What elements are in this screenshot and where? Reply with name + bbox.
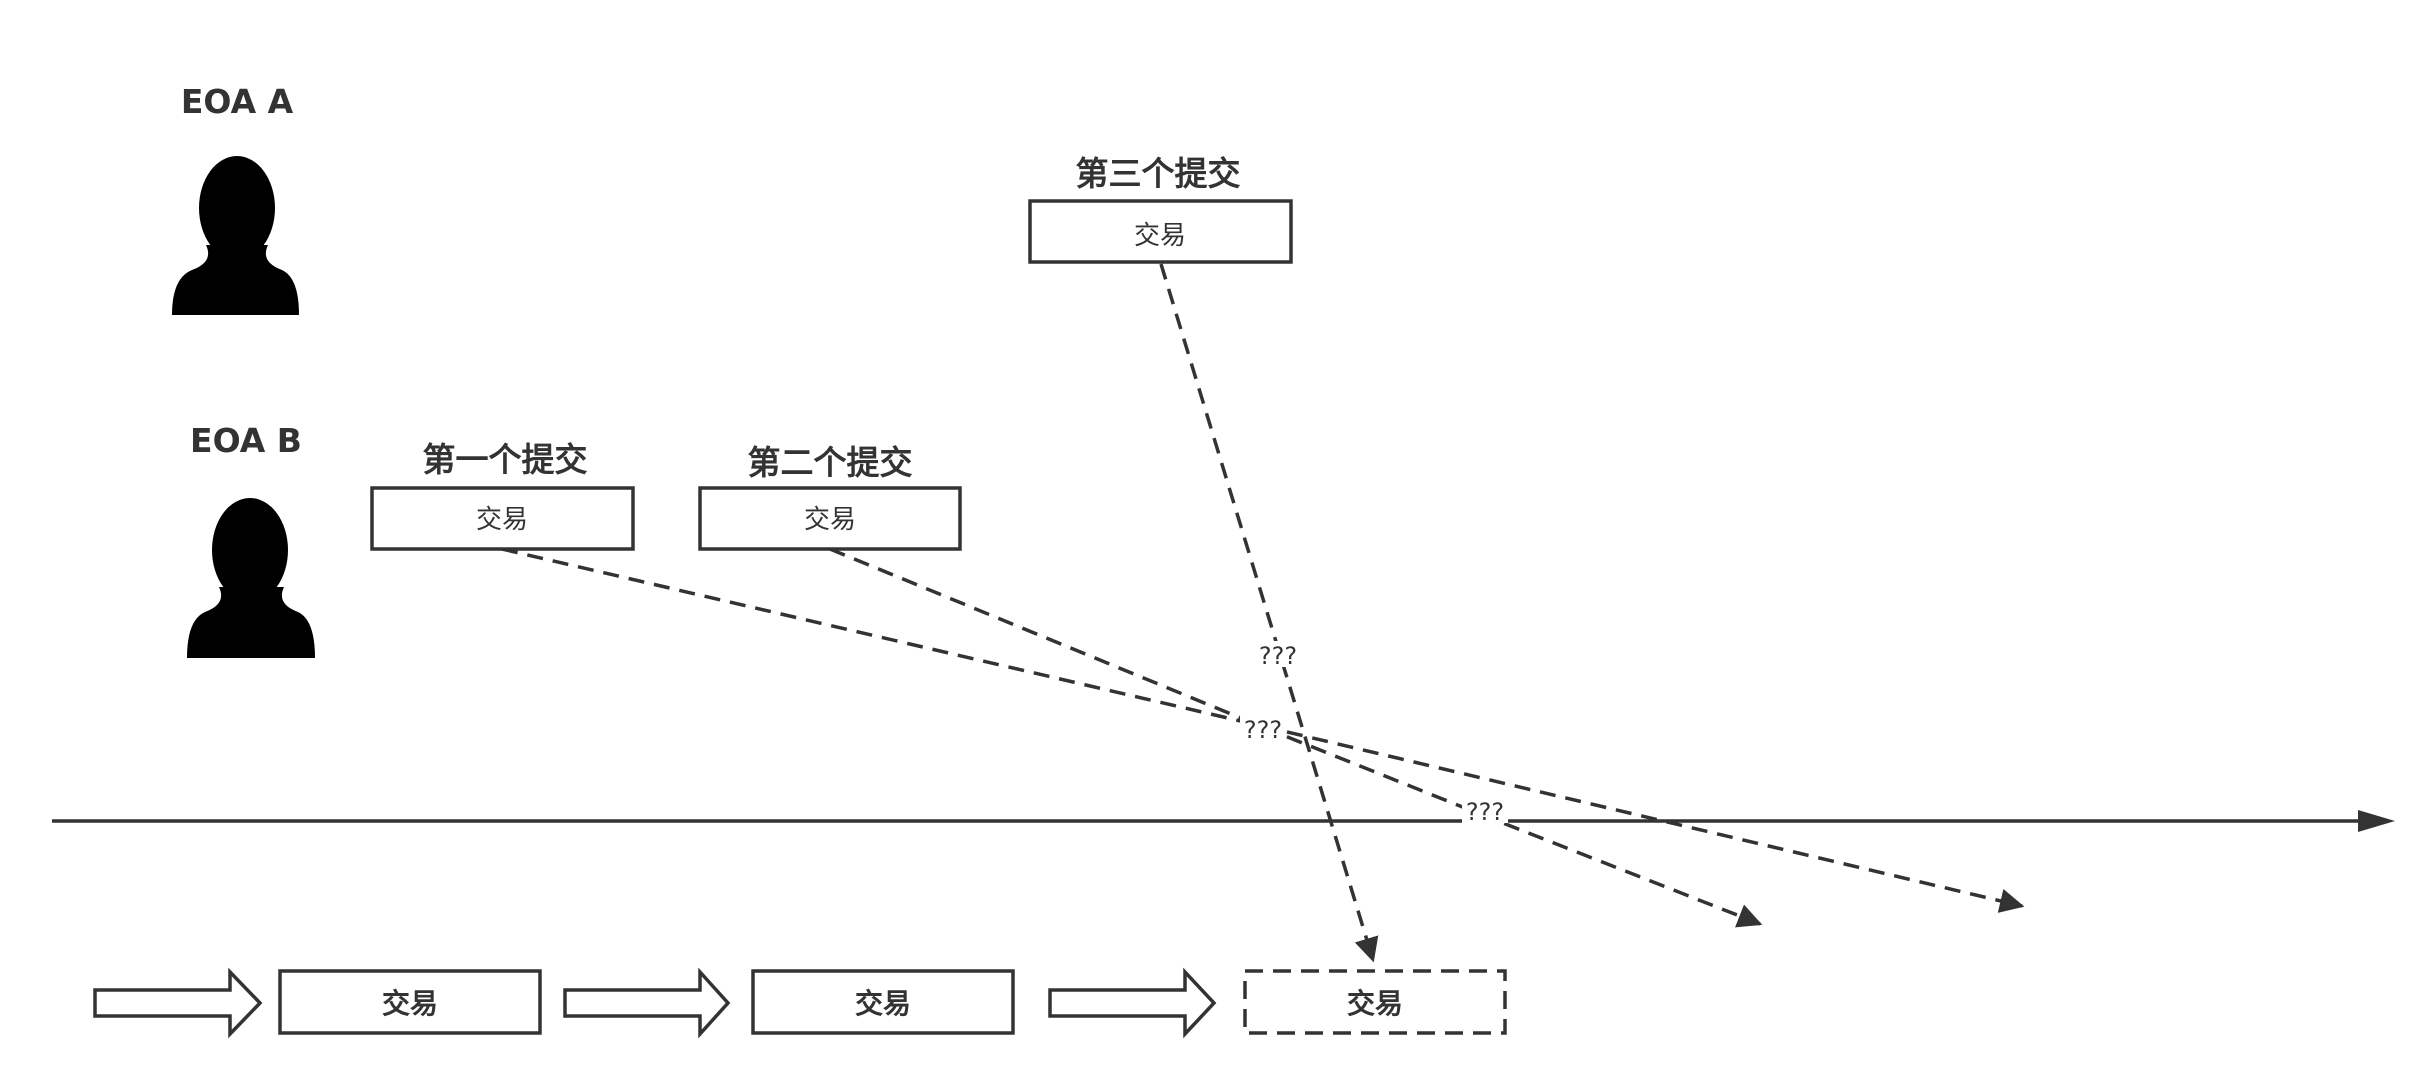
question-mark-lower: ??? [1466,798,1504,826]
hollow-right-arrow-icon [563,967,731,1039]
actor-b-label: EOA B [190,421,302,460]
question-mark-middle: ??? [1244,716,1282,744]
person-silhouette-icon [172,156,299,315]
chain-block-2: 交易 [751,969,1015,1035]
chain-block-2-text: 交易 [855,987,911,1020]
actor-a-label: EOA A [181,82,294,121]
second-submission-path [829,547,1763,928]
first-submission-box: 交易 [370,486,635,551]
actor-eoa-a: EOA A [172,82,299,315]
question-mark-labels: ??? ??? ??? [1240,641,1508,826]
person-silhouette-icon [187,498,315,658]
chain-block-3-pending: 交易 [1243,969,1507,1035]
first-submission-label: 第一个提交 [423,440,588,479]
second-submission-box: 交易 [698,486,962,551]
hollow-right-arrow-icon [1048,967,1217,1039]
hollow-right-arrow-icon [93,967,263,1039]
third-submission-label: 第三个提交 [1076,154,1241,193]
question-mark-upper: ??? [1259,642,1297,670]
actor-eoa-b: EOA B [187,421,315,658]
third-to-block-line [1159,263,1379,963]
chain-block-3-text: 交易 [1347,987,1403,1020]
chain-block-1-text: 交易 [382,987,438,1020]
second-submission-box-text: 交易 [804,505,856,535]
timeline-arrow [52,810,2395,832]
third-submission-box-text: 交易 [1134,221,1186,251]
first-submission-box-text: 交易 [476,505,528,535]
third-submission-box: 交易 [1028,199,1293,264]
chain-block-1: 交易 [278,969,542,1035]
second-submission-label: 第二个提交 [748,443,913,482]
dashed-flow-lines [501,263,2025,963]
block-chain-row: 交易 交易 交易 [93,967,1507,1039]
